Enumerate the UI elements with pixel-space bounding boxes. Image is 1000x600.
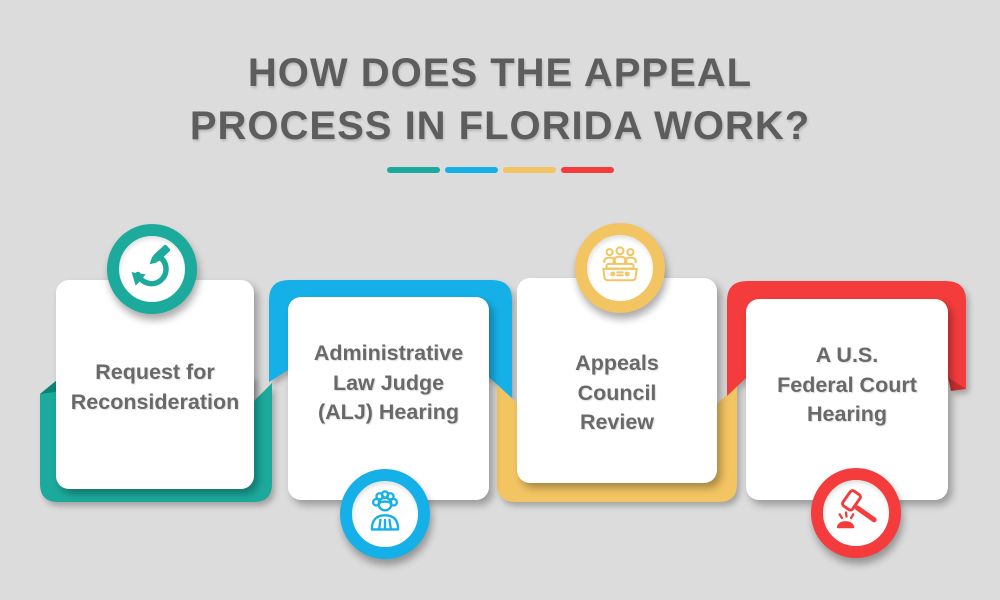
judge-icon <box>370 490 400 531</box>
step-card-reconsideration: Request for Reconsideration <box>56 280 254 489</box>
step-label: Request for Reconsideration <box>70 359 240 414</box>
step-badge-2 <box>340 469 430 559</box>
gavel-icon <box>836 489 877 529</box>
reconsideration-edit-cycle-icon <box>131 244 171 287</box>
title-line-2: PROCESS IN FLORIDA WORK? <box>189 103 811 148</box>
step-label: A U.S. Federal Court Hearing <box>777 343 917 427</box>
divider-dash-red <box>560 167 614 173</box>
step-badge-4 <box>811 468 901 558</box>
title-line-1: HOW DOES THE APPEAL <box>247 51 753 95</box>
divider-dash-blue <box>444 167 498 173</box>
step-badge-3 <box>575 223 665 313</box>
step-card-alj-hearing: Administrative Law Judge (ALJ) Hearing <box>288 297 489 500</box>
step-label: Appeals Council Review <box>575 351 659 435</box>
council-panel-icon <box>602 246 638 282</box>
ribbon-fold-red <box>948 377 966 391</box>
divider-dash-yellow <box>502 167 556 173</box>
step-badge-1 <box>107 224 197 314</box>
page-title: HOW DOES THE APPEAL PROCESS IN FLORIDA W… <box>0 47 1000 153</box>
divider-dash-teal <box>386 167 440 173</box>
title-divider <box>0 167 1000 173</box>
step-card-federal-court: A U.S. Federal Court Hearing <box>746 299 948 500</box>
step-label: Administrative Law Judge (ALJ) Hearing <box>313 341 464 425</box>
